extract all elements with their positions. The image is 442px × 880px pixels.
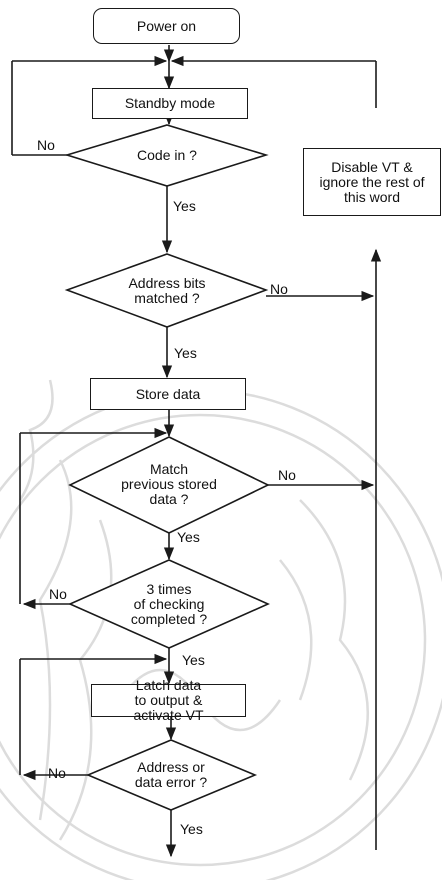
latch-data-box: Latch data to output & activate VT: [91, 678, 246, 723]
address-match-question: Address bits matched ?: [128, 275, 206, 306]
error-no-label: No: [48, 765, 66, 781]
three-times-question: 3 times of checking completed ?: [130, 580, 208, 627]
error-yes-label: Yes: [180, 821, 203, 837]
code-in-yes-label: Yes: [173, 198, 196, 214]
code-in-no-label: No: [37, 137, 55, 153]
code-in-question: Code in ?: [137, 146, 197, 163]
match-yes-label: Yes: [177, 529, 200, 545]
address-no-label: No: [270, 281, 288, 297]
disable-vt-box: Disable VT & ignore the rest of this wor…: [303, 148, 441, 216]
three-times-no-label: No: [49, 586, 67, 602]
address-yes-label: Yes: [174, 345, 197, 361]
three-times-yes-label: Yes: [182, 652, 205, 668]
match-previous-question: Match previous stored data ?: [121, 460, 217, 507]
standby-mode-box: Standby mode: [92, 88, 248, 119]
address-error-question: Address or data error ?: [134, 759, 208, 790]
power-on-terminal: Power on: [93, 8, 240, 44]
store-data-box: Store data: [90, 378, 246, 410]
match-no-label: No: [278, 467, 296, 483]
